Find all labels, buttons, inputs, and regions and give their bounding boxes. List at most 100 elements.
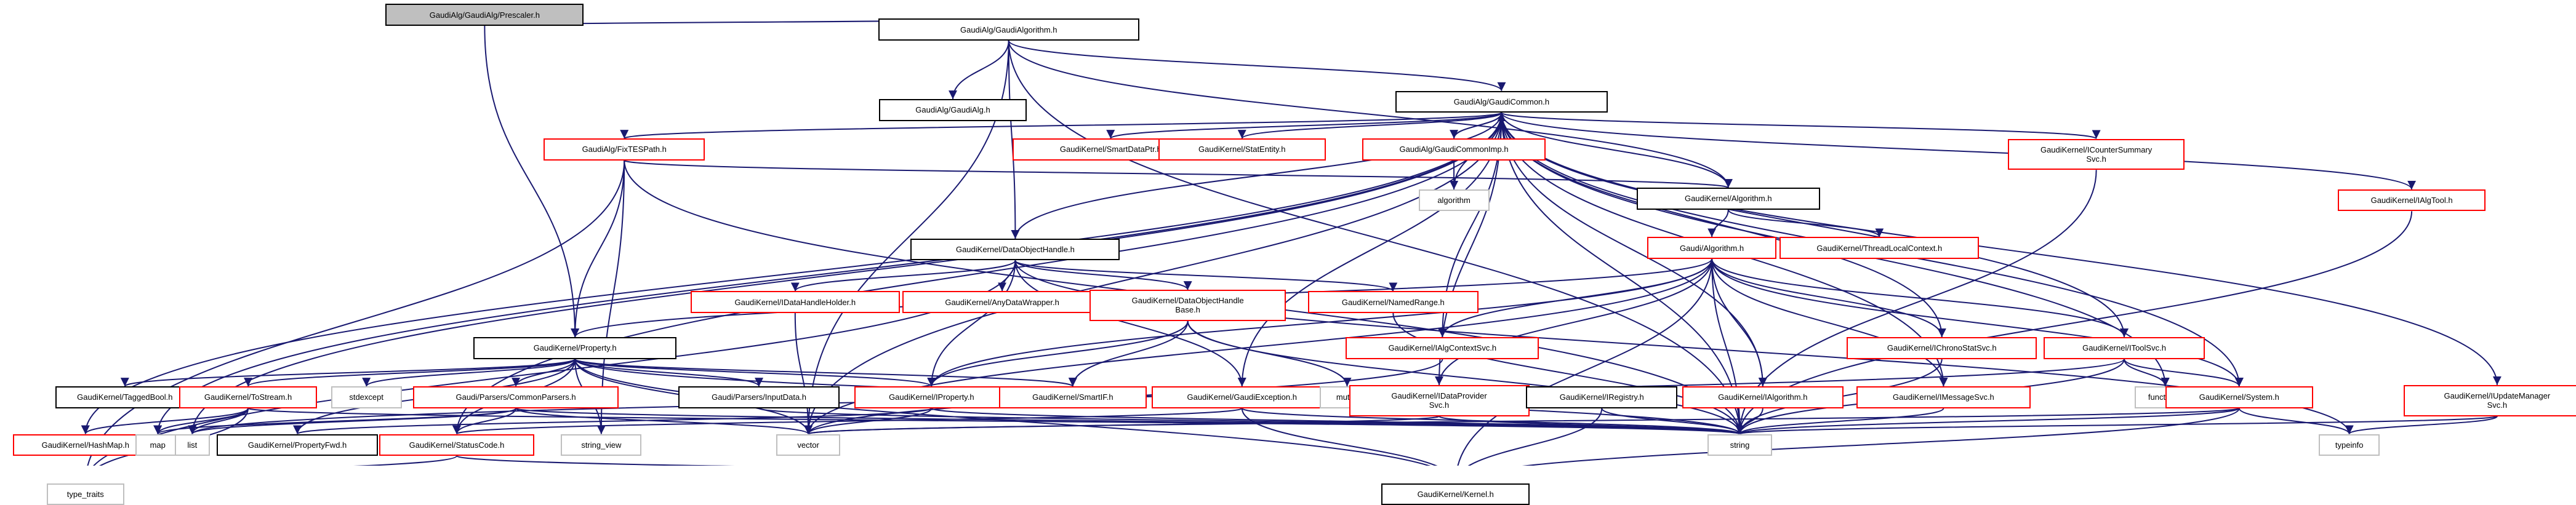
edge-dataobjecthandle-to-idatahandleholder	[791, 260, 1016, 292]
edge-gk_algorithm-to-threadlocal	[1727, 209, 1884, 237]
edge-gaudicommon-to-string	[1501, 113, 1744, 434]
graph-node-list: list	[174, 434, 211, 456]
edge-gaudiexception-to-kernel	[1241, 408, 1438, 466]
edge-dataobjecthandle-to-namedrange	[1014, 260, 1397, 292]
edge-property-to-commonparsers	[512, 359, 576, 387]
edge-property-to-iproperty	[574, 358, 936, 388]
graph-node-statuscode[interactable]: GaudiKernel/StatusCode.h	[379, 434, 534, 456]
edge-dataobjecthandle-to-iproperty	[927, 260, 1016, 387]
graph-node-idatahandleholder[interactable]: GaudiKernel/IDataHandleHolder.h	[690, 291, 900, 313]
edge-idatahandleholder-to-vector	[794, 312, 813, 434]
graph-node-kernel[interactable]: GaudiKernel/Kernel.h	[1381, 483, 1530, 505]
edge-property-to-stdexcept	[362, 358, 576, 388]
edge-system-to-vector	[804, 407, 2240, 435]
graph-node-map: map	[135, 434, 180, 456]
graph-node-stdexcept: stdexcept	[331, 386, 402, 408]
graph-node-ialgtool[interactable]: GaudiKernel/IAlgTool.h	[2337, 189, 2486, 212]
edge-system-to-string	[1736, 407, 2240, 435]
edge-commonparsers-to-list	[188, 407, 517, 435]
graph-node-ichronostatsvc[interactable]: GaudiKernel/IChronoStatSvc.h	[1847, 337, 2037, 359]
graph-node-string: string	[1707, 434, 1772, 456]
graph-node-statentity[interactable]: GaudiKernel/StatEntity.h	[1158, 138, 1326, 161]
edge-iupdatemanager-to-string	[1736, 415, 2498, 435]
graph-node-taggedbool[interactable]: GaudiKernel/TaggedBool.h	[55, 386, 195, 408]
edge-prescaler-to-property	[484, 25, 580, 338]
graph-node-idataprovider[interactable]: GaudiKernel/IDataProvider Svc.h	[1349, 384, 1530, 416]
edge-gaudi_algorithm-to-itoolsvc	[1711, 258, 2129, 338]
edge-dataobjecthandle-to-dohbase	[1014, 260, 1192, 290]
edge-iregistry-to-string	[1601, 408, 1744, 435]
graph-node-iregistry[interactable]: GaudiKernel/IRegistry.h	[1526, 386, 1678, 408]
graph-node-gaudi-algorithm[interactable]: Gaudi/Algorithm.h	[1647, 237, 1776, 259]
edge-iupdatemanager-to-typeinfo	[2345, 415, 2498, 435]
edge-gaudicommon-to-smartdataptr	[1106, 112, 1503, 140]
edge-gaudicommon-to-ichronostatsvc	[1501, 113, 1946, 338]
graph-node-prescaler[interactable]: GaudiAlg/GaudiAlg/Prescaler.h	[385, 4, 584, 26]
edge-system-to-kernel	[1522, 408, 2240, 466]
edge-gaudicommon-to-icountersummary	[1501, 112, 2100, 140]
graph-node-anydatawrapper[interactable]: GaudiKernel/AnyDataWrapper.h	[902, 291, 1102, 313]
graph-node-gk-algorithm[interactable]: GaudiKernel/Algorithm.h	[1636, 188, 1820, 210]
edge-dohbase-to-iproperty	[927, 320, 1189, 387]
graph-node-iproperty[interactable]: GaudiKernel/IProperty.h	[854, 386, 1009, 408]
edge-imessagesvc-to-string	[1735, 407, 1944, 435]
edge-gk_algorithm-to-gaudi_algorithm	[1707, 209, 1729, 237]
edge-dohbase-to-smartif	[1068, 320, 1189, 387]
graph-node-system[interactable]: GaudiKernel/System.h	[2165, 386, 2314, 408]
graph-node-propertyfwd[interactable]: GaudiKernel/PropertyFwd.h	[217, 434, 378, 456]
edge-property-to-taggedbool	[121, 358, 576, 388]
edge-gaudicommon-to-statuscode	[452, 113, 1503, 434]
graph-node-typeinfo: typeinfo	[2318, 434, 2380, 456]
edge-gaudialgorithm-to-gaudicommon	[1008, 40, 1506, 92]
graph-node-gaudiexception[interactable]: GaudiKernel/GaudiException.h	[1152, 386, 1333, 408]
graph-node-dohbase[interactable]: GaudiKernel/DataObjectHandle Base.h	[1089, 290, 1286, 321]
edge-statuscode-to-kernel	[455, 455, 732, 466]
edge-gaudi_algorithm-to-ichronostatsvc	[1711, 258, 1946, 338]
edge-itoolsvc-to-system	[2124, 359, 2244, 387]
graph-node-property[interactable]: GaudiKernel/Property.h	[473, 337, 676, 359]
edge-property-to-smartif	[574, 358, 1077, 388]
edge-gaudiexception-to-statuscode	[452, 407, 1243, 435]
graph-node-gaudialgorithm[interactable]: GaudiAlg/GaudiAlgorithm.h	[878, 18, 1139, 41]
edge-namedrange-to-string	[1392, 312, 1744, 434]
edge-iregistry-to-kernel	[1468, 408, 1603, 466]
edge-gaudicommon-to-statentity	[1238, 112, 1503, 140]
graph-node-type-traits: type_traits	[47, 483, 124, 505]
graph-node-commonparsers[interactable]: Gaudi/Parsers/CommonParsers.h	[412, 386, 619, 408]
edge-gaudi_algorithm-to-ialgorithm	[1711, 258, 1767, 387]
graph-node-imessagesvc[interactable]: GaudiKernel/IMessageSvc.h	[1856, 386, 2031, 408]
edge-fixtespath-to-property	[571, 160, 625, 338]
graph-node-gaudicommonimp[interactable]: GaudiAlg/GaudiCommonImp.h	[1362, 138, 1546, 161]
edge-statuscode-to-type_traits	[354, 455, 457, 466]
edge-gaudi_algorithm-to-imessagesvc	[1711, 258, 1948, 387]
graph-node-dataobjecthandle[interactable]: GaudiKernel/DataObjectHandle.h	[910, 238, 1120, 261]
graph-node-ialgcontextsvc[interactable]: GaudiKernel/IAlgContextSvc.h	[1346, 337, 1539, 359]
graph-node-icountersummary[interactable]: GaudiKernel/ICounterSummary Svc.h	[2007, 138, 2185, 170]
edge-gaudialgorithm-to-gaudialg	[949, 40, 1009, 100]
graph-node-inputdata[interactable]: Gaudi/Parsers/InputData.h	[678, 386, 840, 408]
graph-node-fixtespath[interactable]: GaudiAlg/FixTESPath.h	[544, 138, 705, 161]
graph-node-itoolsvc[interactable]: GaudiKernel/IToolSvc.h	[2044, 337, 2205, 359]
graph-node-threadlocal[interactable]: GaudiKernel/ThreadLocalContext.h	[1780, 237, 1980, 259]
graph-node-gaudicommon[interactable]: GaudiAlg/GaudiCommon.h	[1395, 90, 1608, 113]
edge-gaudicommon-to-list	[188, 113, 1503, 434]
edge-icountersummary-to-string	[1735, 170, 2097, 434]
edge-dataobjecthandle-to-gaudiexception	[1014, 260, 1246, 387]
edge-property-to-tostream	[244, 358, 576, 388]
graph-node-tostream[interactable]: GaudiKernel/ToStream.h	[179, 386, 318, 408]
edge-gaudi_algorithm-to-idataprovider	[1435, 258, 1713, 385]
edge-property-to-inputdata	[574, 359, 763, 387]
edge-itoolsvc-to-functional	[2124, 359, 2170, 387]
edge-gaudicommon-to-gaudiexception	[1237, 113, 1503, 387]
edge-gaudi_algorithm-to-kernel	[1457, 258, 1713, 466]
graph-node-vector: vector	[776, 434, 841, 456]
graph-node-iupdatemanager[interactable]: GaudiKernel/IUpdateManager Svc.h	[2404, 384, 2576, 416]
graph-node-gaudialg[interactable]: GaudiAlg/GaudiAlg.h	[878, 99, 1027, 121]
edge-fixtespath-to-type_traits	[87, 160, 625, 466]
edge-gaudi_algorithm-to-iproperty	[927, 258, 1713, 387]
graph-node-namedrange[interactable]: GaudiKernel/NamedRange.h	[1307, 291, 1479, 313]
graph-node-smartif[interactable]: GaudiKernel/SmartIF.h	[998, 386, 1147, 408]
graph-node-ialgorithm[interactable]: GaudiKernel/IAlgorithm.h	[1682, 386, 1844, 408]
edge-gaudicommon-to-gk_algorithm	[1501, 113, 1733, 188]
edge-gaudicommon-to-fixtespath	[620, 112, 1503, 140]
